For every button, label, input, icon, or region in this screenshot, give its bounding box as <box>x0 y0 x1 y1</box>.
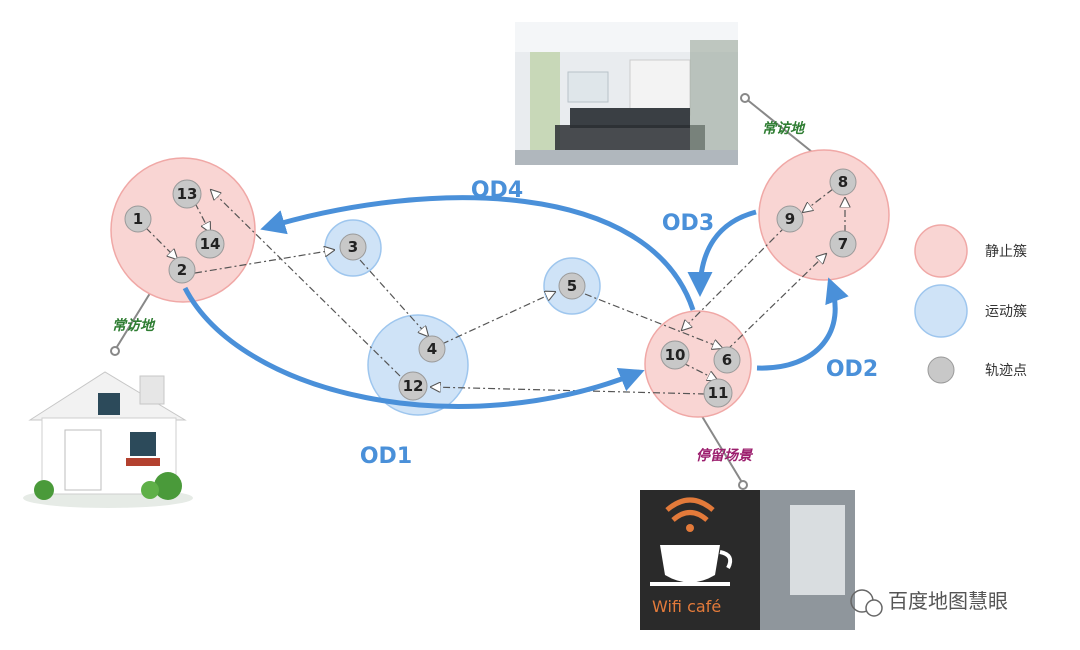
svg-text:1: 1 <box>133 210 143 228</box>
cafe-tag: 停留场景 <box>696 447 754 464</box>
svg-text:4: 4 <box>427 340 437 358</box>
trajectory-point-5: 5 <box>558 272 586 300</box>
legend-motion-label: 运动簇 <box>985 304 1027 320</box>
tag-connectors <box>110 93 823 490</box>
office-photo <box>515 22 738 165</box>
house-illustration <box>23 371 193 508</box>
od2-label: OD2 <box>826 357 878 382</box>
svg-text:14: 14 <box>200 235 221 253</box>
od4-label: OD4 <box>471 178 523 203</box>
legend-point-swatch <box>927 356 955 384</box>
svg-text:11: 11 <box>708 384 729 402</box>
svg-text:2: 2 <box>177 261 187 279</box>
od3-arrow <box>687 209 757 297</box>
trajectory-point-7: 7 <box>829 230 857 258</box>
legend-point-label: 轨迹点 <box>985 363 1027 379</box>
trajectory-point-13: 13 <box>172 179 202 209</box>
svg-text:12: 12 <box>403 377 424 395</box>
trajectory-point-2: 2 <box>168 256 196 284</box>
svg-text:10: 10 <box>665 346 686 364</box>
trajectory-point-8: 8 <box>829 168 857 196</box>
trajectory-point-14: 14 <box>195 229 225 259</box>
trajectory-point-10: 10 <box>660 340 690 370</box>
svg-text:6: 6 <box>722 351 732 369</box>
motion-cluster-c <box>367 314 469 416</box>
svg-text:13: 13 <box>177 185 198 203</box>
static-cluster-office <box>758 149 890 281</box>
svg-text:9: 9 <box>785 210 795 228</box>
od1-label: OD1 <box>360 444 412 469</box>
od2-arrow <box>756 277 849 371</box>
home-tag: 常访地 <box>112 317 156 334</box>
svg-text:3: 3 <box>348 238 358 256</box>
svg-text:7: 7 <box>838 235 848 253</box>
legend-static-swatch <box>914 224 968 278</box>
watermark-text: 百度地图慧眼 <box>888 589 1008 613</box>
trajectory-point-1: 1 <box>124 205 152 233</box>
cafe-photo: Wifi café <box>640 490 855 630</box>
svg-text:5: 5 <box>567 277 577 295</box>
cafe-sign-text: Wifi café <box>652 597 721 616</box>
legend-static-label: 静止簇 <box>985 244 1027 260</box>
office-tag: 常访地 <box>762 120 806 137</box>
trajectory-point-9: 9 <box>776 205 804 233</box>
trajectory-lines <box>145 189 845 395</box>
trajectory-point-12: 12 <box>398 371 428 401</box>
trajectory-point-4: 4 <box>418 335 446 363</box>
od1-arrow <box>182 286 645 409</box>
trajectory-points: 1 2 3 4 5 6 7 8 9 10 11 12 13 14 <box>124 168 857 408</box>
od3-label: OD3 <box>662 211 714 236</box>
od4-arrow <box>260 195 696 311</box>
trajectory-point-11: 11 <box>703 378 733 408</box>
od-arrows <box>182 195 849 409</box>
trajectory-point-3: 3 <box>339 233 367 261</box>
trajectory-point-6: 6 <box>713 346 741 374</box>
watermark: 百度地图慧眼 <box>850 589 1008 617</box>
svg-text:8: 8 <box>838 173 848 191</box>
legend-motion-swatch <box>914 284 968 338</box>
legend: 静止簇 运动簇 轨迹点 <box>914 224 1027 384</box>
